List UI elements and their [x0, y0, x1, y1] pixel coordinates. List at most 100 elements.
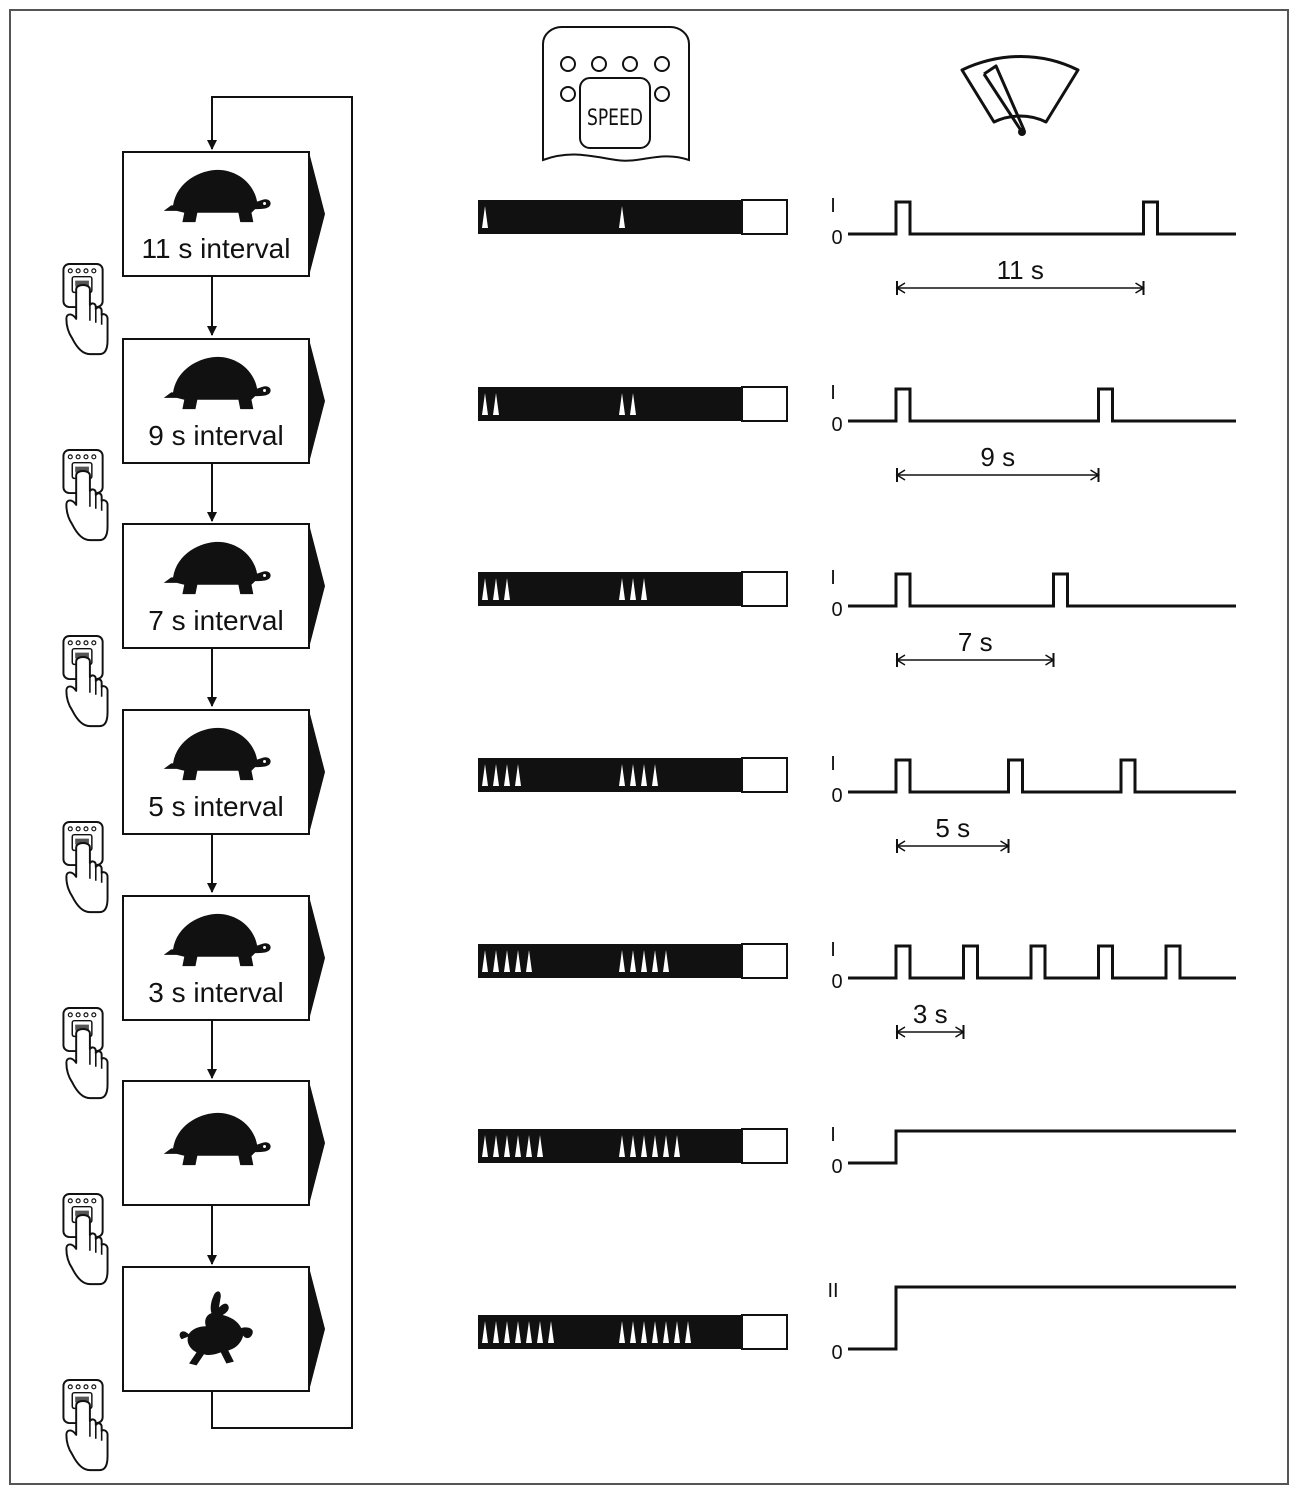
led-indicator-end [741, 199, 788, 235]
state-label: 3 s interval [148, 977, 283, 1008]
signal-low-label: 0 [831, 1342, 842, 1364]
led-lit-marker [674, 1135, 680, 1157]
led-indicator-bar [478, 944, 742, 978]
signal-low-label: 0 [831, 414, 842, 436]
loop-return-line [207, 96, 353, 1429]
signal-low-label: 0 [831, 1156, 842, 1178]
led-indicator-end [741, 757, 788, 793]
led-indicator-bar [478, 1129, 742, 1163]
cycle-flow-lines [207, 96, 353, 1429]
led-lit-marker [515, 1321, 521, 1343]
state-row: 9 s interval I 0 9 s [62, 338, 1236, 542]
signal-high-label: I [830, 1124, 836, 1146]
led-lit-marker [652, 1321, 658, 1343]
led-lit-marker [674, 1321, 680, 1343]
led-lit-marker [630, 393, 636, 415]
interval-label: 7 s [958, 627, 993, 657]
signal-high-label: II [827, 1280, 838, 1302]
led-lit-marker [619, 1321, 625, 1343]
led-lit-marker [482, 764, 488, 786]
led-lit-marker [652, 950, 658, 972]
state-tab-arrow [309, 339, 325, 463]
hand-pressing-speed-button-icon[interactable] [62, 634, 109, 728]
led-lit-marker [630, 1135, 636, 1157]
led-indicator-bar [478, 387, 742, 421]
led-lit-marker [652, 1135, 658, 1157]
interval-label: 9 s [980, 442, 1015, 472]
led-lit-marker [493, 950, 499, 972]
led-indicator-bar [478, 200, 742, 234]
windshield-wiper-icon [960, 55, 1080, 136]
led-lit-marker [482, 206, 488, 228]
state-label: 7 s interval [148, 605, 283, 636]
led-lit-marker [504, 578, 510, 600]
led-lit-marker [630, 950, 636, 972]
led-lit-marker [482, 1321, 488, 1343]
dimension-arrow-right [1135, 282, 1145, 294]
led-lit-marker [526, 950, 532, 972]
led-lit-marker [630, 764, 636, 786]
dimension-arrow-right [1045, 654, 1055, 666]
led-lit-marker [652, 764, 658, 786]
hand-pressing-speed-button-icon[interactable] [62, 1378, 109, 1472]
state-tab-arrow [309, 1267, 325, 1391]
dimension-arrow-left [895, 282, 906, 294]
led-indicator-end [741, 1314, 788, 1350]
hand-pressing-speed-button-icon[interactable] [62, 1006, 109, 1100]
state-tab-arrow [309, 152, 325, 276]
led-indicator-end [741, 943, 788, 979]
signal-high-label: I [830, 382, 836, 404]
state-tab-arrow [309, 710, 325, 834]
led-lit-marker [482, 950, 488, 972]
led-lit-marker [482, 393, 488, 415]
signal-waveform [848, 387, 1236, 423]
led-lit-marker [537, 1135, 543, 1157]
signal-waveform [848, 758, 1236, 794]
led-indicator-end [741, 386, 788, 422]
speed-button-label: SPEED [587, 106, 643, 131]
outer-frame [9, 9, 1289, 1485]
interval-label: 11 s [997, 255, 1044, 285]
dimension-arrow-right [1090, 469, 1100, 481]
state-label: 9 s interval [148, 420, 283, 451]
led-lit-marker [641, 578, 647, 600]
led-lit-marker [619, 578, 625, 600]
hand-pressing-speed-button-icon[interactable] [62, 262, 109, 356]
led-lit-marker [537, 1321, 543, 1343]
state-row: II 0 [62, 1266, 1236, 1472]
hand-pressing-speed-button-icon[interactable] [62, 448, 109, 542]
signal-high-label: I [830, 939, 836, 961]
led-lit-marker [641, 950, 647, 972]
led-lit-marker [526, 1135, 532, 1157]
state-label: 5 s interval [148, 791, 283, 822]
led-indicator-end [741, 1128, 788, 1164]
led-lit-marker [619, 950, 625, 972]
led-lit-marker [619, 393, 625, 415]
led-lit-marker [493, 578, 499, 600]
led-lit-marker [515, 950, 521, 972]
led-lit-marker [493, 1135, 499, 1157]
signal-waveform [848, 572, 1236, 608]
led-lit-marker [482, 1135, 488, 1157]
led-indicator-bar [478, 758, 742, 792]
led-lit-marker [630, 578, 636, 600]
signal-waveform [848, 1285, 1236, 1351]
led-lit-marker [619, 764, 625, 786]
hand-pressing-speed-button-icon[interactable] [62, 1192, 109, 1286]
led-lit-marker [619, 1135, 625, 1157]
hand-pressing-speed-button-icon[interactable] [62, 820, 109, 914]
signal-high-label: I [830, 567, 836, 589]
signal-low-label: 0 [831, 227, 842, 249]
led-lit-marker [663, 1321, 669, 1343]
led-indicator-bar [478, 572, 742, 606]
state-tab-arrow [309, 524, 325, 648]
led-lit-marker [493, 1321, 499, 1343]
led-lit-marker [515, 764, 521, 786]
led-lit-marker [548, 1321, 554, 1343]
led-lit-marker [663, 1135, 669, 1157]
